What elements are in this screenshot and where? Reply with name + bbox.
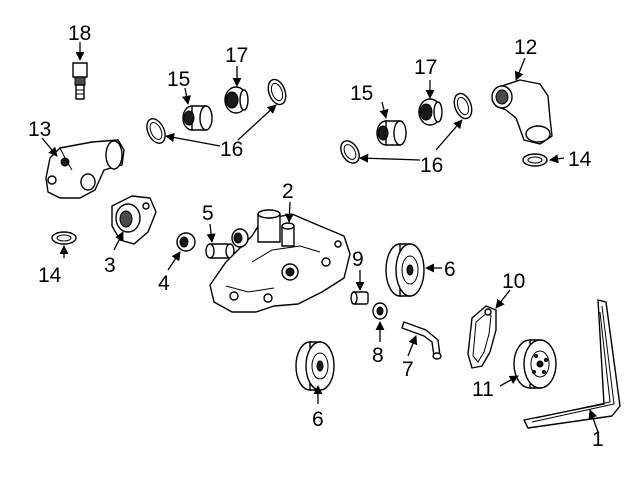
callout-18: 18 bbox=[68, 22, 91, 45]
callout-15-left: 15 bbox=[167, 68, 190, 91]
part-16-o-ring-left-a[interactable] bbox=[143, 116, 168, 146]
part-15-hose-fitting-left[interactable] bbox=[182, 105, 213, 131]
part-13-thermostat-housing[interactable] bbox=[45, 139, 125, 199]
part-17-plug-right[interactable] bbox=[418, 98, 443, 126]
part-2-water-pump-housing[interactable] bbox=[209, 209, 351, 313]
part-14-o-ring-right[interactable] bbox=[522, 153, 548, 167]
part-17-plug-left[interactable] bbox=[224, 86, 249, 114]
part-1-drive-belt[interactable] bbox=[523, 299, 621, 429]
part-14-o-ring-left[interactable] bbox=[51, 231, 77, 245]
callout-14-right: 14 bbox=[568, 148, 592, 171]
callout-14-left: 14 bbox=[38, 264, 62, 287]
callout-5: 5 bbox=[202, 202, 214, 225]
callout-6-upper: 6 bbox=[444, 258, 456, 281]
callout-9: 9 bbox=[352, 248, 364, 271]
callout-3: 3 bbox=[104, 254, 116, 277]
part-6-idler-pulley-upper[interactable] bbox=[385, 243, 425, 297]
callout-12: 12 bbox=[514, 36, 537, 59]
callout-11: 11 bbox=[472, 378, 494, 401]
callout-10: 10 bbox=[502, 270, 525, 293]
part-18-temperature-sensor[interactable] bbox=[72, 62, 88, 100]
part-16-o-ring-right-b[interactable] bbox=[451, 91, 475, 121]
part-12-water-outlet[interactable] bbox=[491, 79, 553, 145]
callout-8: 8 bbox=[372, 344, 384, 367]
part-11-pulley[interactable] bbox=[513, 339, 557, 389]
part-8-spacer[interactable] bbox=[372, 302, 388, 320]
part-9-bolt[interactable] bbox=[350, 291, 369, 305]
part-5-fitting[interactable] bbox=[205, 243, 235, 259]
leader-lines bbox=[41, 42, 599, 433]
callout-2: 2 bbox=[282, 180, 294, 203]
part-10-gasket[interactable] bbox=[467, 305, 497, 369]
part-7-bypass-pipe[interactable] bbox=[401, 321, 442, 360]
callout-4: 4 bbox=[158, 272, 170, 295]
part-4-bushing[interactable] bbox=[176, 232, 196, 252]
part-6-idler-pulley-lower[interactable] bbox=[295, 341, 335, 391]
callout-16-left: 16 bbox=[220, 138, 243, 161]
callout-labels: 18 15 17 16 13 14 3 4 5 2 15 17 16 12 14… bbox=[28, 22, 604, 451]
part-15-hose-fitting-right[interactable] bbox=[376, 120, 407, 146]
callout-17-left: 17 bbox=[225, 44, 248, 67]
callout-16-right: 16 bbox=[420, 154, 443, 177]
callout-13: 13 bbox=[28, 118, 51, 141]
callout-6-lower: 6 bbox=[312, 408, 324, 431]
callout-7: 7 bbox=[402, 358, 414, 381]
part-16-o-ring-right-a[interactable] bbox=[337, 138, 363, 167]
part-3-thermostat-cover[interactable] bbox=[111, 195, 157, 245]
callout-15-right: 15 bbox=[350, 82, 373, 105]
callout-17-right: 17 bbox=[414, 56, 437, 79]
part-16-o-ring-left-b[interactable] bbox=[265, 77, 289, 107]
callout-1: 1 bbox=[592, 428, 604, 451]
